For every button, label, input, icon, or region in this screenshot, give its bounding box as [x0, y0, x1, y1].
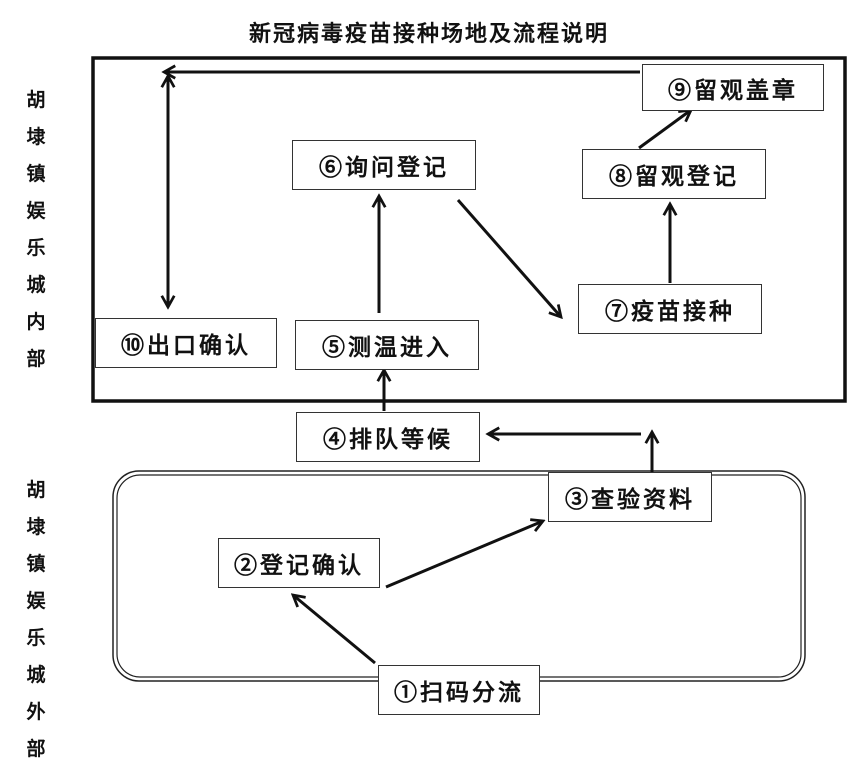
step-6-inquiry-register: ⑥询问登记	[292, 140, 476, 190]
step-label: ⑨留观盖章	[668, 76, 798, 104]
zone-label-char: 城	[26, 664, 46, 686]
diagram-title: 新冠病毒疫苗接种场地及流程说明	[248, 21, 609, 47]
step-4-queue-wait: ④排队等候	[296, 412, 480, 462]
arrow-6-to-7	[456, 199, 561, 317]
step-label: ⑤测温进入	[322, 334, 452, 361]
zone-label-char: 娱	[26, 590, 46, 612]
arrow-1-to-2	[293, 595, 376, 665]
step-label: ①扫码分流	[394, 679, 524, 706]
zone-label-inside: 胡 埭 镇 娱 乐 城 内 部	[22, 82, 50, 378]
zone-label-char: 城	[26, 274, 46, 296]
arrow-8-to-9	[638, 110, 691, 150]
step-1-scan-code: ①扫码分流	[378, 665, 540, 715]
zone-label-char: 埭	[26, 126, 46, 148]
zone-label-char: 镇	[26, 553, 46, 575]
step-label: ④排队等候	[323, 426, 453, 453]
zone-label-char: 埭	[26, 516, 46, 538]
step-label: ⑥询问登记	[319, 154, 449, 181]
zone-label-char: 部	[26, 738, 46, 760]
step-7-vaccination: ⑦疫苗接种	[578, 284, 762, 334]
zone-label-outside: 胡 埭 镇 娱 乐 城 外 部	[22, 472, 50, 768]
zone-label-char: 部	[26, 348, 46, 370]
inside-zone-frame	[91, 56, 847, 403]
step-label: ⑩出口确认	[121, 332, 251, 359]
step-3-check-documents: ③查验资料	[548, 472, 712, 522]
step-8-observation-register: ⑧留观登记	[582, 149, 766, 199]
zone-label-char: 内	[26, 311, 46, 333]
zone-label-char: 胡	[26, 89, 46, 111]
step-label: ②登记确认	[234, 552, 364, 579]
step-5-temperature-entry: ⑤测温进入	[295, 320, 479, 370]
step-2-register-confirm: ②登记确认	[218, 538, 380, 588]
step-label: ⑧留观登记	[609, 163, 739, 190]
zone-label-char: 镇	[26, 163, 46, 185]
step-label: ③查验资料	[565, 486, 695, 513]
step-9-observation-stamp: ⑨留观盖章	[642, 64, 824, 111]
zone-label-char: 外	[26, 701, 46, 723]
step-label: ⑦疫苗接种	[605, 298, 735, 325]
zone-label-char: 胡	[26, 479, 46, 501]
zone-label-char: 乐	[26, 627, 46, 649]
zone-label-char: 乐	[26, 237, 46, 259]
step-10-exit-confirm: ⑩出口确认	[95, 318, 277, 368]
arrow-2-to-3	[385, 521, 543, 589]
zone-label-char: 娱	[26, 200, 46, 222]
